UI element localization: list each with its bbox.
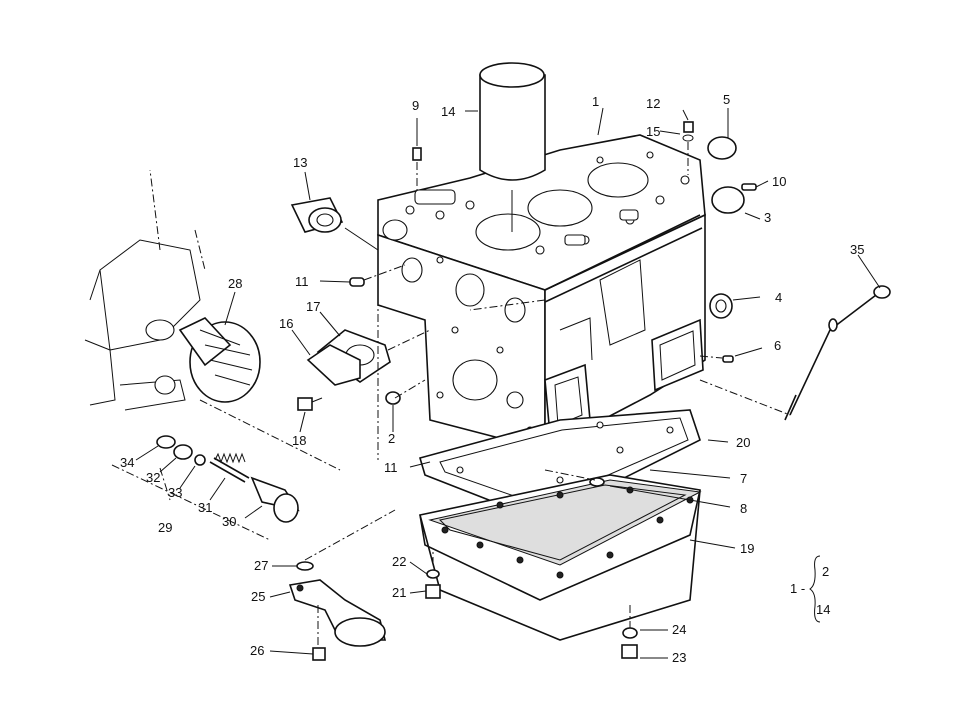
centerlines xyxy=(199,250,546,471)
misc-right-parts xyxy=(544,293,791,487)
relief-valve-parts xyxy=(111,435,300,541)
callout-1: 1 xyxy=(592,94,599,109)
callout-21: 21 xyxy=(392,585,406,600)
callout-labels: 1 14 9 12 15 5 10 3 13 11 35 28 4 17 16 … xyxy=(120,92,864,665)
callout-28: 28 xyxy=(228,276,242,291)
callout-12: 12 xyxy=(646,96,660,111)
small-parts-top xyxy=(412,118,769,214)
cylinder-block xyxy=(377,134,706,452)
oil-pump-assembly xyxy=(84,169,261,411)
assembly-legend: 1 - 2 14 xyxy=(790,555,830,623)
callout-32: 32 xyxy=(146,470,160,485)
dipstick xyxy=(784,285,891,421)
callout-7: 7 xyxy=(740,471,747,486)
callout-22: 22 xyxy=(392,554,406,569)
callout-11b: 11 xyxy=(384,460,398,475)
callout-31: 31 xyxy=(198,500,212,515)
callout-11a: 11 xyxy=(295,274,309,289)
leader-lines xyxy=(135,107,881,659)
callout-26: 26 xyxy=(250,643,264,658)
callout-29: 29 xyxy=(158,520,172,535)
callout-33: 33 xyxy=(168,485,182,500)
callout-24: 24 xyxy=(672,622,686,637)
callout-18: 18 xyxy=(292,433,306,448)
oil-filter-cartridge xyxy=(479,62,546,232)
callout-5: 5 xyxy=(723,92,730,107)
oil-pan xyxy=(419,474,702,659)
legend-child-top: 2 xyxy=(822,564,829,579)
callout-9: 9 xyxy=(412,98,419,113)
callout-2: 2 xyxy=(388,431,395,446)
callout-25: 25 xyxy=(251,589,265,604)
callout-35: 35 xyxy=(850,242,864,257)
callout-4: 4 xyxy=(775,290,782,305)
oil-strainer xyxy=(288,509,396,661)
callout-8: 8 xyxy=(740,501,747,516)
callout-27: 27 xyxy=(254,558,268,573)
callout-34: 34 xyxy=(120,455,134,470)
callout-17: 17 xyxy=(306,299,320,314)
callout-6: 6 xyxy=(774,338,781,353)
callout-10: 10 xyxy=(772,174,786,189)
legend-brace xyxy=(809,555,821,623)
callout-14: 14 xyxy=(441,104,455,119)
callout-23: 23 xyxy=(672,650,686,665)
callout-20: 20 xyxy=(736,435,750,450)
callout-13: 13 xyxy=(293,155,307,170)
oil-pan-gasket xyxy=(419,409,701,521)
callout-30: 30 xyxy=(222,514,236,529)
left-side-parts xyxy=(290,197,406,411)
callout-16: 16 xyxy=(279,316,293,331)
legend-child-bottom: 14 xyxy=(816,602,830,617)
legend-parent: 1 - xyxy=(790,581,805,596)
callout-19: 19 xyxy=(740,541,754,556)
callout-3: 3 xyxy=(764,210,771,225)
callout-15: 15 xyxy=(646,124,660,139)
